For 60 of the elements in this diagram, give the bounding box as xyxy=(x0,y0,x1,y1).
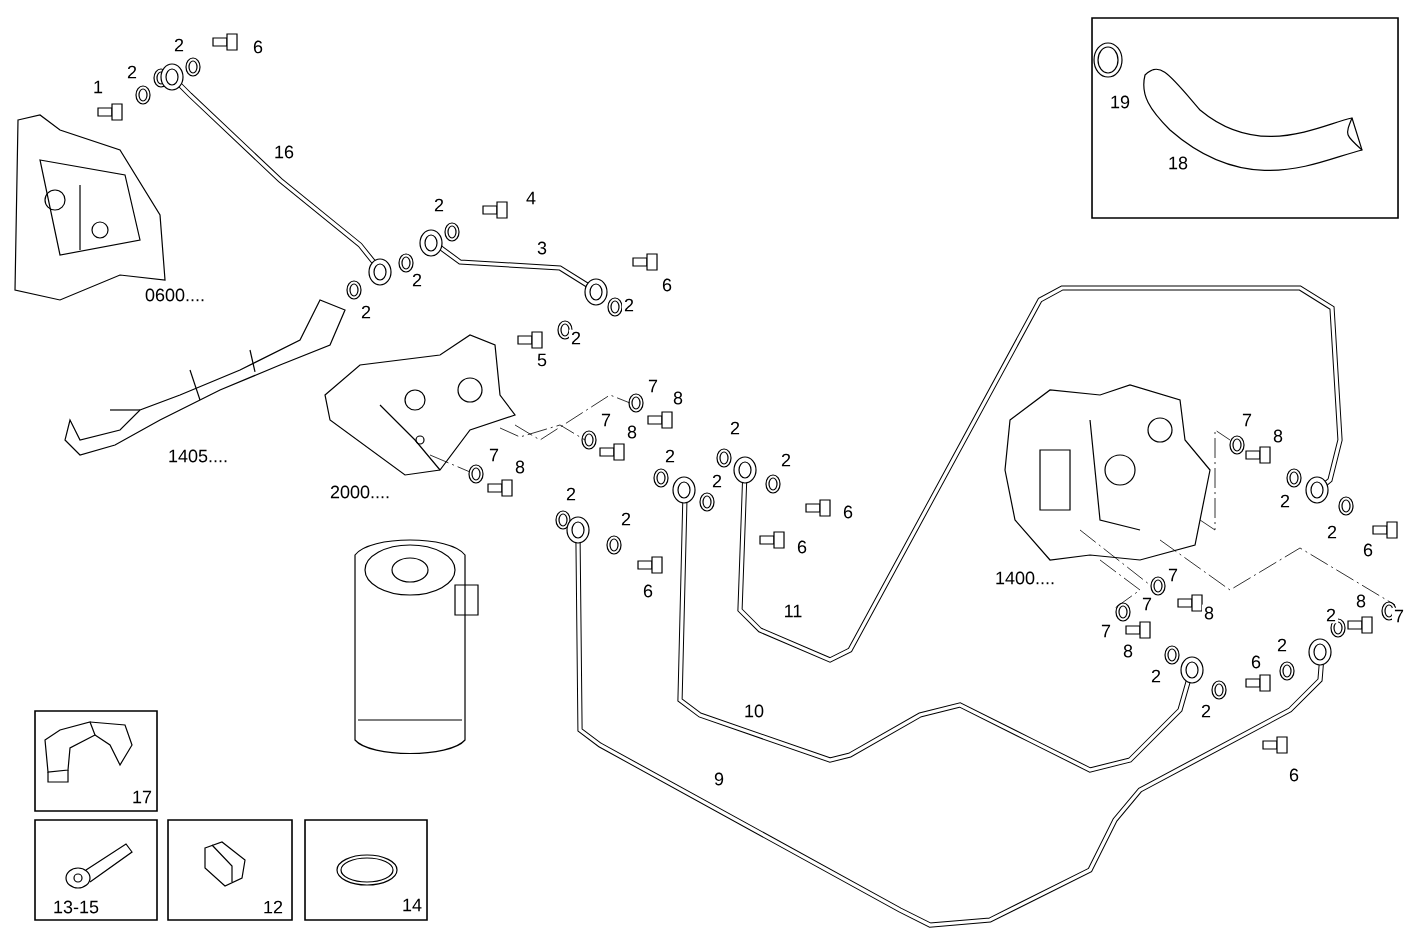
callout-number: 7 xyxy=(1099,622,1113,640)
callout-number: 2 xyxy=(1149,667,1163,685)
callout-number: 3 xyxy=(535,239,549,257)
callout-number: 8 xyxy=(671,389,685,407)
callout-number: 7 xyxy=(487,446,501,464)
callout-number: 2 xyxy=(1275,636,1289,654)
callout-number: 16 xyxy=(272,143,296,161)
callout-number: 2 xyxy=(622,296,636,314)
callout-number: 7 xyxy=(599,411,613,429)
callout-number: 14 xyxy=(403,898,422,912)
callout-number: 7 xyxy=(1392,607,1406,625)
callout-number: 6 xyxy=(841,503,855,521)
callout-number: 7 xyxy=(1140,595,1154,613)
callout-number: 7 xyxy=(1166,566,1180,584)
callout-number: 5 xyxy=(535,351,549,369)
callout-number: 6 xyxy=(1249,653,1263,671)
callout-number: 6 xyxy=(1287,766,1301,784)
group-reference: 2000.... xyxy=(328,483,393,501)
callout-number: 2 xyxy=(1199,702,1213,720)
callout-number: 2 xyxy=(1325,523,1339,541)
callout-number: 6 xyxy=(641,582,655,600)
callout-number: 7 xyxy=(1240,411,1254,429)
callout-number: 6 xyxy=(660,276,674,294)
callout-number: 2 xyxy=(564,485,578,503)
callout-number: 2 xyxy=(125,63,139,81)
callout-number: 6 xyxy=(251,38,265,56)
callout-number: 2 xyxy=(663,447,677,465)
callout-number: 2 xyxy=(619,510,633,528)
callout-number: 2 xyxy=(728,419,742,437)
callout-number: 19 xyxy=(1111,95,1130,109)
callout-number: 2 xyxy=(1324,606,1338,624)
group-reference: 1405.... xyxy=(166,447,231,465)
callout-number: 8 xyxy=(1271,427,1285,445)
callout-number: 2 xyxy=(779,451,793,469)
callout-number: 9 xyxy=(712,770,726,788)
callout-number: 2 xyxy=(410,271,424,289)
callout-number: 7 xyxy=(646,377,660,395)
callout-number: 11 xyxy=(781,602,805,620)
callout-number: 12 xyxy=(264,900,283,914)
callout-number: 18 xyxy=(1169,156,1188,170)
callout-number: 2 xyxy=(569,329,583,347)
callout-number: 6 xyxy=(1361,541,1375,559)
callout-number: 2 xyxy=(432,196,446,214)
callout-number: 2 xyxy=(172,36,186,54)
callout-number: 8 xyxy=(625,423,639,441)
group-reference: 0600.... xyxy=(143,286,208,304)
callout-number: 8 xyxy=(1354,592,1368,610)
callout-number: 8 xyxy=(513,458,527,476)
callout-number: 6 xyxy=(795,538,809,556)
callout-number: 17 xyxy=(133,790,152,804)
callout-number: 10 xyxy=(742,702,766,720)
callout-number: 2 xyxy=(359,303,373,321)
callout-number: 8 xyxy=(1121,642,1135,660)
group-reference: 1400.... xyxy=(993,569,1058,587)
callout-number: 1 xyxy=(91,78,105,96)
callout-number: 8 xyxy=(1202,604,1216,622)
callout-number: 2 xyxy=(1278,492,1292,510)
callout-number: 4 xyxy=(524,189,538,207)
callout-number: 2 xyxy=(710,472,724,490)
callout-number: 13-15 xyxy=(54,900,99,914)
